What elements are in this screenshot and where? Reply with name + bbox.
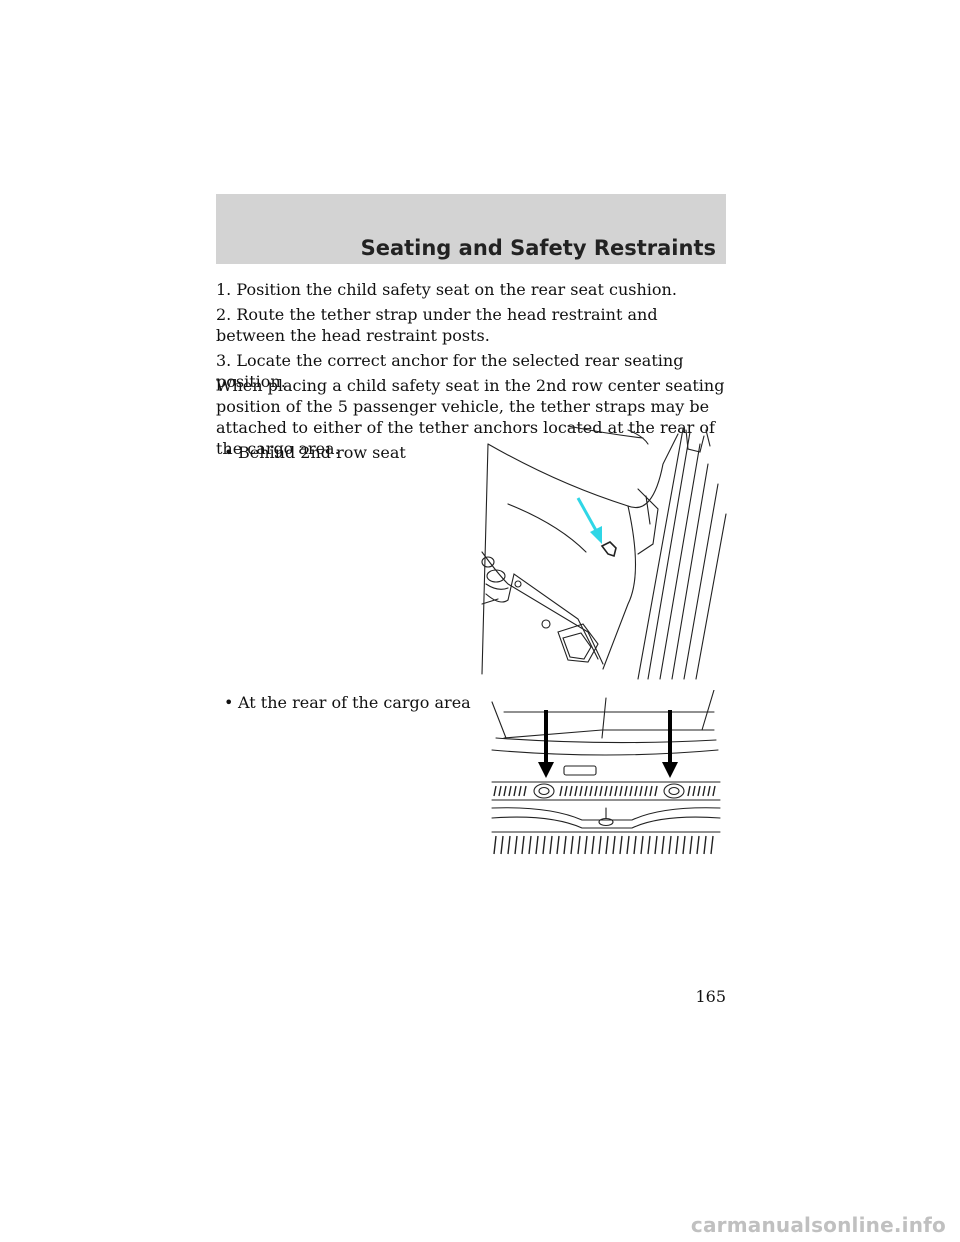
cargo-anchor-illustration	[491, 690, 721, 855]
section-header-band: Seating and Safety Restraints	[216, 194, 726, 264]
footer-watermark: carmanualsonline.info	[690, 1213, 946, 1237]
bullet-label: At the rear of the cargo area	[238, 693, 471, 712]
step-2-text: 2. Route the tether strap under the head…	[216, 305, 658, 345]
center-seat-paragraph: When placing a child safety seat in the …	[216, 376, 725, 458]
page-number: 165	[695, 987, 726, 1006]
bullet-label: Behind 2nd row seat	[238, 443, 406, 462]
bullet-cargo-area: •At the rear of the cargo area	[224, 692, 471, 713]
step-1-text: 1. Position the child safety seat on the…	[216, 280, 677, 299]
bullet-symbol: •	[224, 443, 234, 462]
seat-anchor-illustration	[481, 425, 727, 680]
bullet-behind-seat: •Behind 2nd row seat	[224, 442, 406, 463]
step-3-text: 3. Locate the correct anchor for the sel…	[216, 351, 684, 391]
section-title: Seating and Safety Restraints	[360, 236, 716, 260]
bullet-symbol: •	[224, 693, 234, 712]
